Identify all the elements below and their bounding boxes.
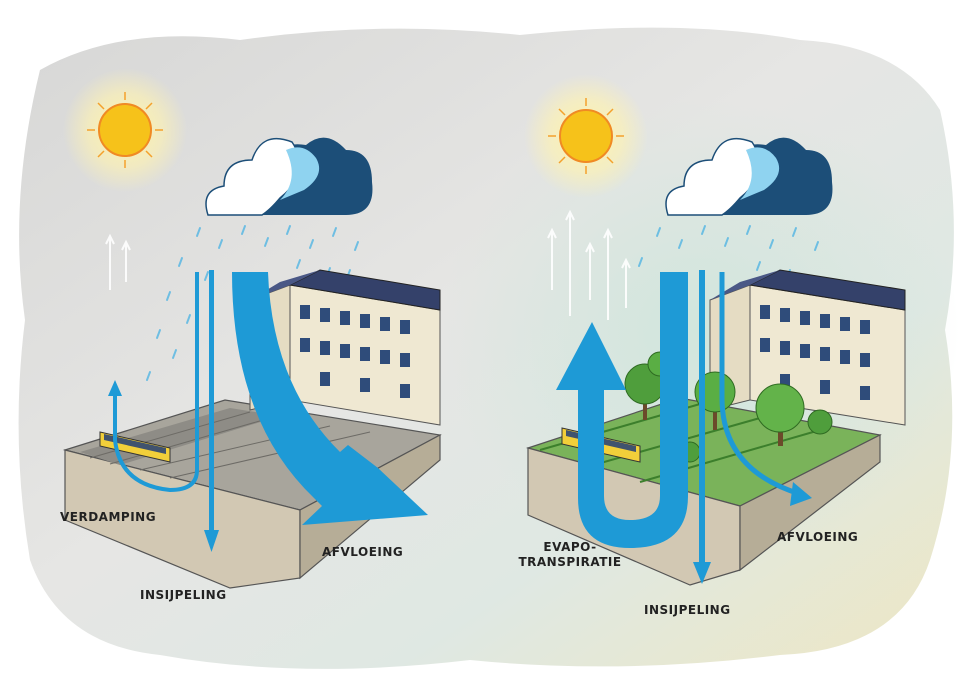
- right-rain: [638, 225, 819, 293]
- evapotranspiration-line1: EVAPO-: [543, 540, 597, 554]
- left-panel: [62, 68, 442, 589]
- left-runoff-label: AFVLOEING: [322, 545, 404, 559]
- left-cloud-icon: [205, 137, 373, 216]
- right-sun-icon: [524, 74, 648, 198]
- right-buildings: [709, 269, 906, 426]
- left-vapor-arrows: [105, 233, 131, 290]
- right-evapotranspiration-label: EVAPO- TRANSPIRATIE: [515, 540, 625, 570]
- left-rain: [146, 225, 359, 381]
- right-panel: [524, 74, 906, 586]
- left-runoff-arrow: [232, 272, 428, 525]
- right-infiltration-arrow: [693, 270, 711, 584]
- left-evaporation-label: VERDAMPING: [60, 510, 157, 524]
- right-runoff-label: AFVLOEING: [777, 530, 859, 544]
- right-evapotranspiration-arrow: [556, 272, 688, 548]
- right-infiltration-label: INSIJPELING: [644, 603, 731, 617]
- right-vapor-arrows: [547, 209, 631, 320]
- left-evaporation-arrow: [108, 272, 199, 493]
- left-sun-icon: [63, 68, 187, 192]
- right-runoff-arrow: [719, 272, 812, 506]
- evapotranspiration-line2: TRANSPIRATIE: [518, 555, 622, 569]
- left-tram: [99, 431, 171, 463]
- left-infiltration-label: INSIJPELING: [140, 588, 227, 602]
- left-infiltration-arrow: [204, 270, 219, 552]
- right-trees: [624, 351, 833, 463]
- right-cloud-icon: [665, 137, 833, 216]
